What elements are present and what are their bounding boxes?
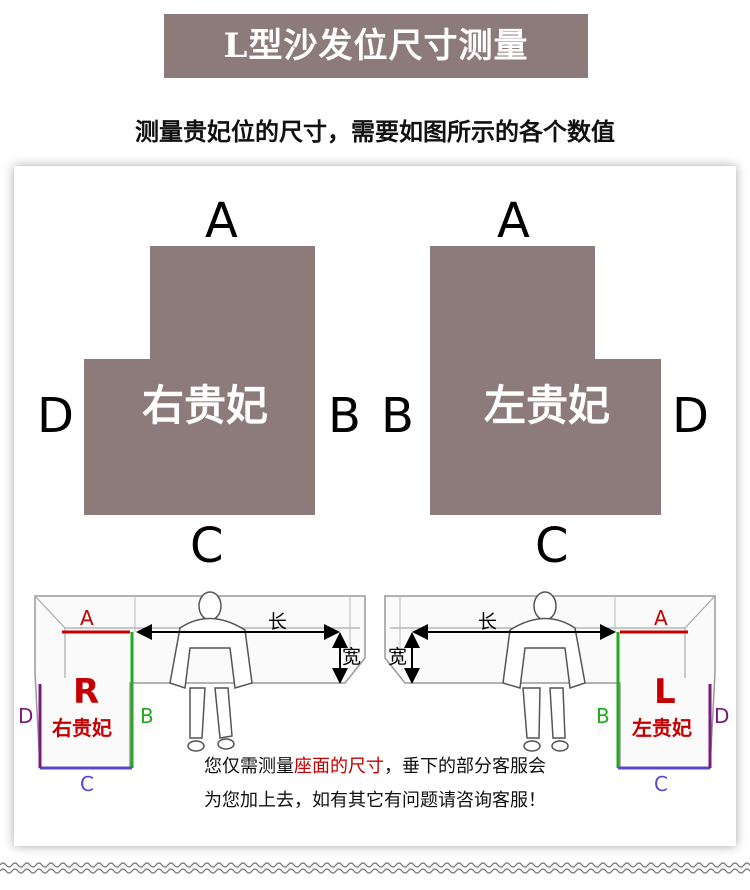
note-line-1-post: ，垂下的部分客服会 [384, 756, 546, 777]
note-line-1-pre: 您仅需测量 [204, 756, 294, 777]
right-sofa-letter: R [73, 672, 100, 712]
left-sofa-letter: L [654, 672, 676, 712]
right-sofa-label-b: B [140, 704, 154, 728]
right-diagram-label-a: A [205, 193, 238, 249]
left-sofa-label-d: D [714, 704, 730, 728]
right-sofa-name: 右贵妃 [52, 716, 112, 740]
left-diagram-label-c: C [535, 518, 569, 574]
wave-divider [0, 862, 750, 874]
left-sofa-width: 宽 [388, 646, 408, 668]
right-diagram-label-d: D [37, 388, 74, 444]
right-diagram-chaise-block [150, 246, 315, 360]
page-title: L型沙发位尺寸测量 [164, 14, 588, 78]
right-sofa-label-a: A [80, 606, 94, 630]
person-icon [169, 591, 253, 752]
note-line-2: 为您加上去，如有其它有问题请咨询客服！ [204, 790, 546, 811]
left-sofa-label-a: A [654, 606, 668, 630]
left-diagram-label-a: A [497, 193, 530, 249]
left-sofa-length: 长 [478, 611, 498, 633]
left-diagram-label-d: D [672, 388, 709, 444]
right-diagram-label-c: C [190, 518, 224, 574]
left-sofa-illustration [384, 591, 716, 770]
left-diagram-label-b: B [381, 388, 414, 444]
right-sofa-label-c: C [80, 772, 94, 796]
left-sofa-label-b: B [596, 704, 610, 728]
left-diagram-chaise-block [430, 246, 595, 360]
right-sofa-length: 长 [268, 611, 288, 633]
right-sofa-width: 宽 [342, 646, 362, 668]
note-line-1: 您仅需测量座面的尺寸，垂下的部分客服会 [150, 752, 600, 778]
left-sofa-name: 左贵妃 [632, 716, 692, 740]
note-highlight: 座面的尺寸 [294, 756, 384, 777]
left-sofa-label-c: C [654, 772, 668, 796]
right-diagram-main-block [84, 359, 315, 515]
right-diagram-label-b: B [328, 388, 361, 444]
right-diagram-name: 右贵妃 [141, 381, 268, 430]
right-sofa-label-d: D [18, 704, 34, 728]
page-subtitle: 测量贵妃位的尺寸，需要如图所示的各个数值 [135, 118, 615, 146]
person-icon [502, 591, 586, 752]
left-diagram-main-block [430, 359, 661, 515]
left-diagram-name: 左贵妃 [483, 381, 610, 430]
right-sofa-illustration [34, 591, 366, 770]
